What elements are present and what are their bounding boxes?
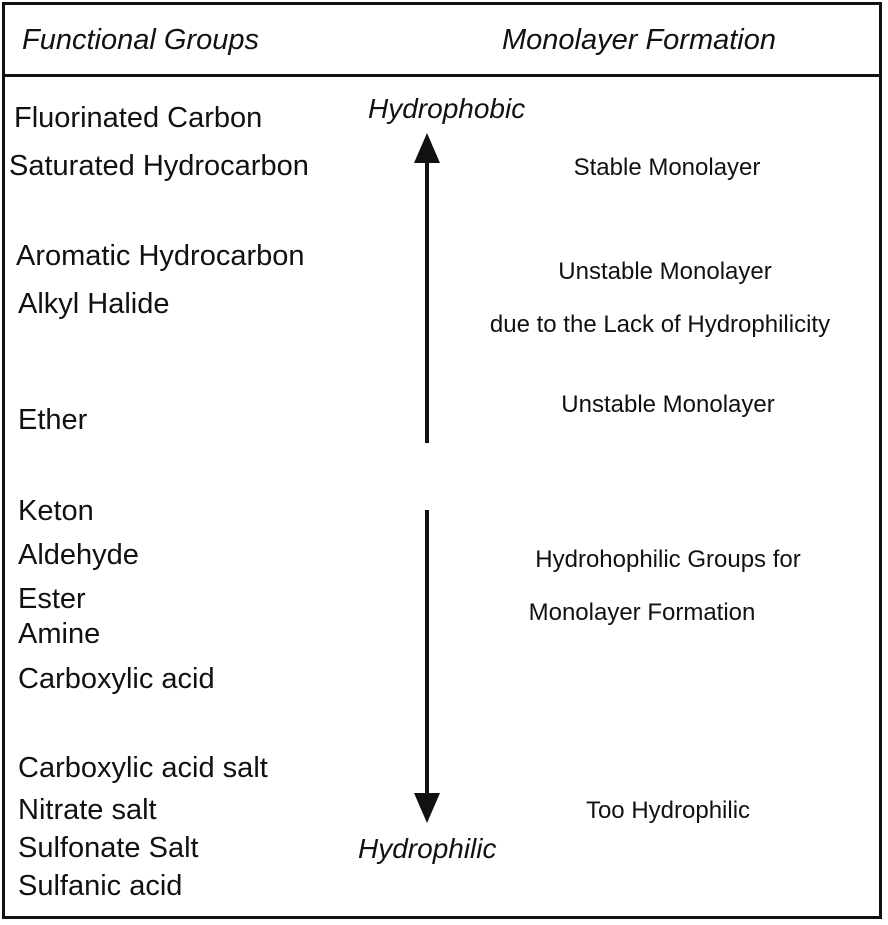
hydrophobic-label: Hydrophobic — [368, 93, 526, 124]
hydrophilic-arrowhead-icon — [414, 793, 440, 823]
group-fluorinated-carbon: Fluorinated Carbon — [14, 102, 263, 134]
hydrophilic-label: Hydrophilic — [358, 833, 497, 864]
group-sulfonate-salt: Sulfonate Salt — [18, 832, 199, 864]
header-monolayer-formation: Monolayer Formation — [502, 24, 776, 56]
group-ether: Ether — [18, 404, 88, 436]
hydrophobic-arrowhead-icon — [414, 133, 440, 163]
header-functional-groups: Functional Groups — [22, 24, 259, 56]
note-lack-of-hydrophilicity: due to the Lack of Hydrophilicity — [489, 311, 831, 338]
group-carboxylic-acid: Carboxylic acid — [18, 663, 215, 695]
group-saturated-hydrocarbon: Saturated Hydrocarbon — [9, 150, 309, 182]
group-sulfanic-acid: Sulfanic acid — [18, 870, 183, 902]
note-too-hydrophilic: Too Hydrophilic — [585, 797, 751, 824]
note-monolayer-formation: Monolayer Formation — [528, 599, 756, 626]
group-amine: Amine — [18, 618, 101, 650]
note-unstable-monolayer: Unstable Monolayer — [558, 258, 772, 285]
group-aldehyde: Aldehyde — [18, 539, 139, 571]
header-divider — [2, 74, 882, 77]
note-stable-monolayer: Stable Monolayer — [573, 154, 761, 181]
note-unstable-monolayer-ether: Unstable Monolayer — [561, 391, 775, 418]
group-nitrate-salt: Nitrate salt — [18, 794, 157, 826]
group-alkyl-halide: Alkyl Halide — [18, 288, 170, 320]
group-keton: Keton — [18, 495, 94, 527]
group-ester: Ester — [18, 583, 86, 615]
group-aromatic-hydrocarbon: Aromatic Hydrocarbon — [16, 240, 305, 272]
group-carboxylic-acid-salt: Carboxylic acid salt — [18, 752, 268, 784]
note-hydrophilic-groups-for: Hydrohophilic Groups for — [535, 546, 801, 573]
